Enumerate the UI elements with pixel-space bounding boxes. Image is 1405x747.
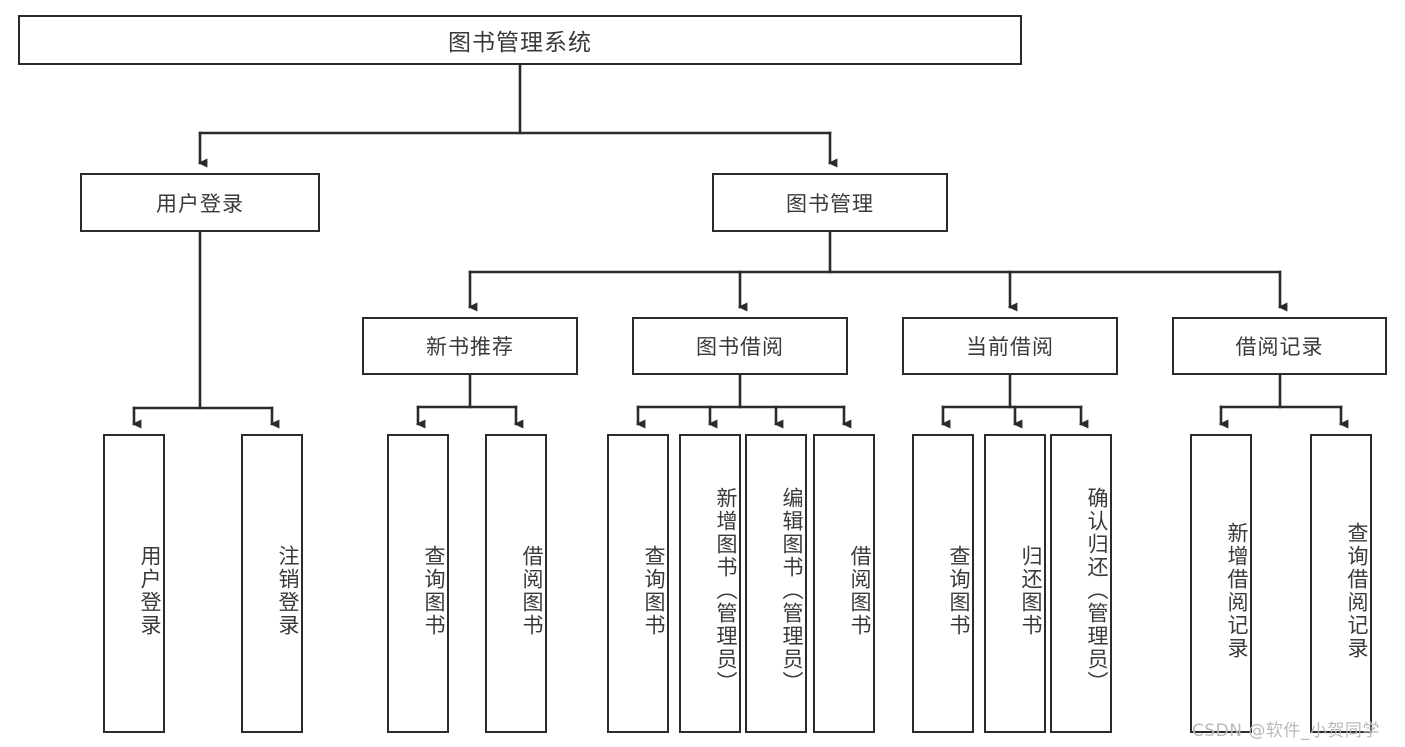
leaf-add-borrow-record[interactable]: 新增借阅记录 (1190, 434, 1252, 733)
leaf-query-borrow-record[interactable]: 查询借阅记录 (1310, 434, 1372, 733)
leaf-borrow-book-recommend[interactable]: 借阅图书 (485, 434, 547, 733)
leaf-borrow-book[interactable]: 借阅图书 (813, 434, 875, 733)
leaf-add-book-admin[interactable]: 新增图书（管理员） (679, 434, 741, 733)
node-borrow-record[interactable]: 借阅记录 (1172, 317, 1387, 375)
leaf-edit-book-admin[interactable]: 编辑图书（管理员） (745, 434, 807, 733)
node-new-book-recommend[interactable]: 新书推荐 (362, 317, 578, 375)
node-user-login[interactable]: 用户登录 (80, 173, 320, 232)
leaf-query-book-borrow[interactable]: 查询图书 (607, 434, 669, 733)
leaf-confirm-return-admin[interactable]: 确认归还（管理员） (1050, 434, 1112, 733)
node-book-management[interactable]: 图书管理 (712, 173, 948, 232)
leaf-query-book-current[interactable]: 查询图书 (912, 434, 974, 733)
node-book-borrow[interactable]: 图书借阅 (632, 317, 848, 375)
node-root[interactable]: 图书管理系统 (18, 15, 1022, 65)
leaf-logout[interactable]: 注销登录 (241, 434, 303, 733)
leaf-query-book-recommend[interactable]: 查询图书 (387, 434, 449, 733)
watermark: CSDN @软件_小贺同学 (1192, 721, 1380, 741)
leaf-return-book[interactable]: 归还图书 (984, 434, 1046, 733)
node-current-borrow[interactable]: 当前借阅 (902, 317, 1118, 375)
leaf-user-login[interactable]: 用户登录 (103, 434, 165, 733)
